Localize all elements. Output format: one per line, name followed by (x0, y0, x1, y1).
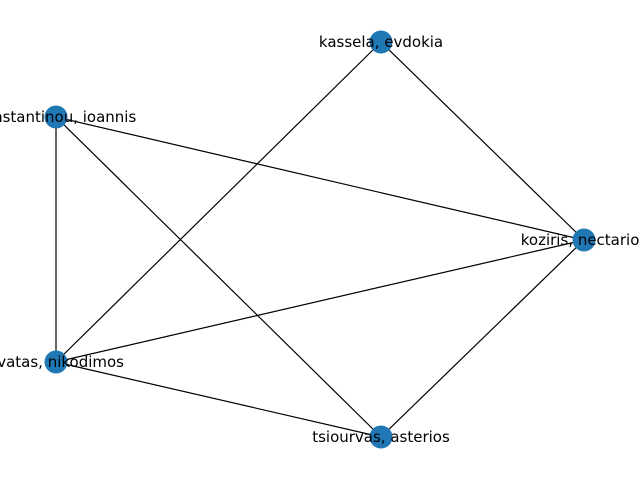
edge-koziris-tsiourvas (380, 239, 585, 438)
node-label-nikodimos: avatas, nikodimos (0, 353, 124, 371)
node-tsiourvas (369, 425, 393, 449)
edges-layer (55, 41, 585, 438)
node-label-tsiourvas: tsiourvas, asterios (312, 428, 450, 446)
edge-kassela-koziris (380, 41, 585, 241)
node-koziris (572, 228, 596, 252)
edge-koziris-nikodimos (55, 239, 585, 363)
labels-layer: kassela, evdokia konstantinou, ioannis koz… (0, 33, 640, 446)
node-label-konstantinou: konstantinou, ioannis (0, 108, 136, 126)
node-kassela (369, 30, 393, 54)
edge-kassela-nikodimos (55, 41, 382, 363)
node-konstantinou (44, 105, 68, 129)
node-label-kassela: kassela, evdokia (319, 33, 443, 51)
node-label-koziris: koziris, nectarios (521, 231, 640, 249)
edge-nikodimos-tsiourvas (55, 361, 382, 438)
node-nikodimos (44, 350, 68, 374)
nodes-layer (44, 30, 596, 449)
edge-konstantinou-koziris (55, 116, 585, 241)
edge-konstantinou-tsiourvas (55, 116, 382, 438)
